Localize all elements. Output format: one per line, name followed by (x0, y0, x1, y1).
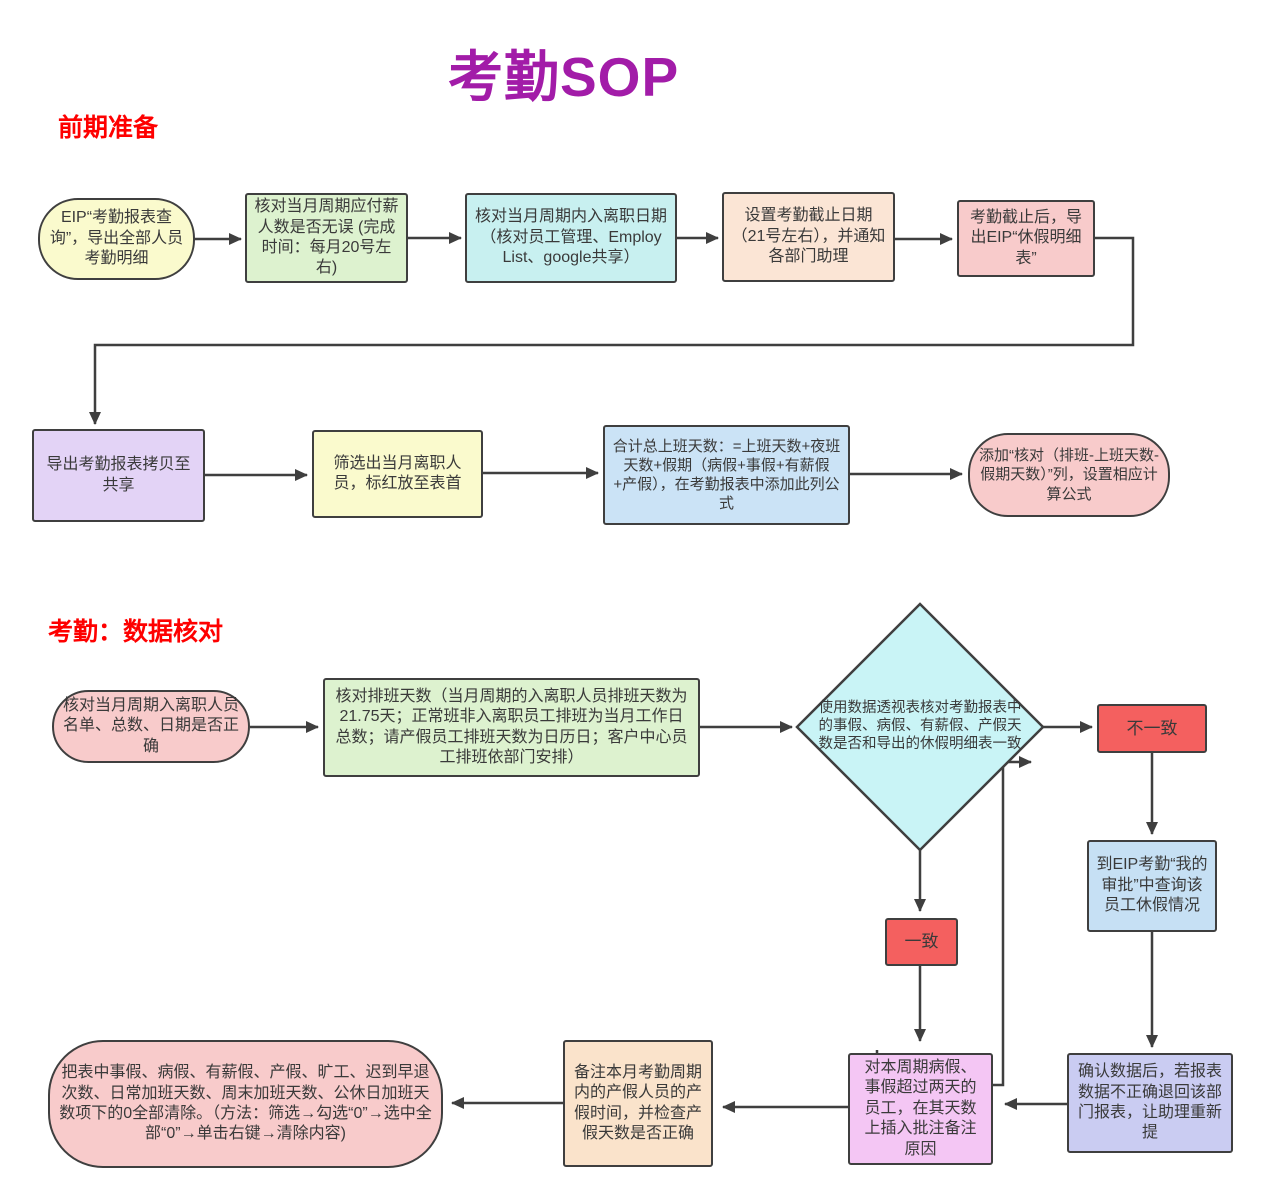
flow-node-export-leave-detail: 考勤截止后，导出EIP“休假明细表” (957, 200, 1095, 277)
flow-node-insert-comments: 对本周期病假、事假超过两天的员工，在其天数上插入批注备注原因 (848, 1053, 993, 1165)
flow-node-confirm-data: 确认数据后，若报表数据不正确退回该部门报表，让助理重新提 (1067, 1053, 1233, 1153)
flow-node-add-check-column: 添加“核对（排班-上班天数-假期天数）”列，设置相应计算公式 (968, 433, 1170, 517)
flow-node-verify-join-leave-dates: 核对当月周期内入离职日期（核对员工管理、Employ List、google共享… (465, 193, 677, 283)
flow-node-verify-schedule-days: 核对排班天数（当月周期的入离职人员排班天数为21.75天；正常班非入离职员工排班… (323, 678, 700, 777)
flow-node-verify-roster-list: 核对当月周期入离职人员名单、总数、日期是否正确 (52, 690, 250, 763)
flow-node-set-cutoff: 设置考勤截止日期（21号左右），并通知各部门助理 (722, 192, 895, 282)
flow-node-match: 一致 (885, 918, 958, 966)
flow-node-total-workdays-formula: 合计总上班天数：=上班天数+夜班天数+假期（病假+事假+有薪假+产假），在考勤报… (603, 425, 850, 525)
flow-node-eip-query: EIP“考勤报表查询”，导出全部人员考勤明细 (38, 198, 195, 280)
flow-node-eip-approval-check: 到EIP考勤“我的审批”中查询该员工休假情况 (1087, 840, 1217, 932)
flow-node-filter-leavers: 筛选出当月离职人员，标红放至表首 (312, 430, 483, 518)
flow-node-note-maternity: 备注本月考勤周期内的产假人员的产假时间，并检查产假天数是否正确 (563, 1040, 713, 1167)
flow-node-verify-paid-headcount: 核对当月周期应付薪人数是否无误 (完成时间：每月20号左右) (245, 193, 408, 283)
flow-node-copy-report: 导出考勤报表拷贝至共享 (32, 429, 205, 522)
flow-node-pivot-check-label: 使用数据透视表核对考勤报表中的事假、病假、有薪假、产假天数是否和导出的休假明细表… (818, 699, 1022, 753)
section-heading-prep: 前期准备 (58, 114, 159, 142)
flow-node-clear-zeros: 把表中事假、病假、有薪假、产假、旷工、迟到早退次数、日常加班天数、周末加班天数、… (48, 1040, 443, 1168)
flow-node-mismatch: 不一致 (1097, 704, 1207, 753)
page-title: 考勤SOP (448, 46, 680, 108)
section-heading-check: 考勤：数据核对 (48, 618, 224, 646)
